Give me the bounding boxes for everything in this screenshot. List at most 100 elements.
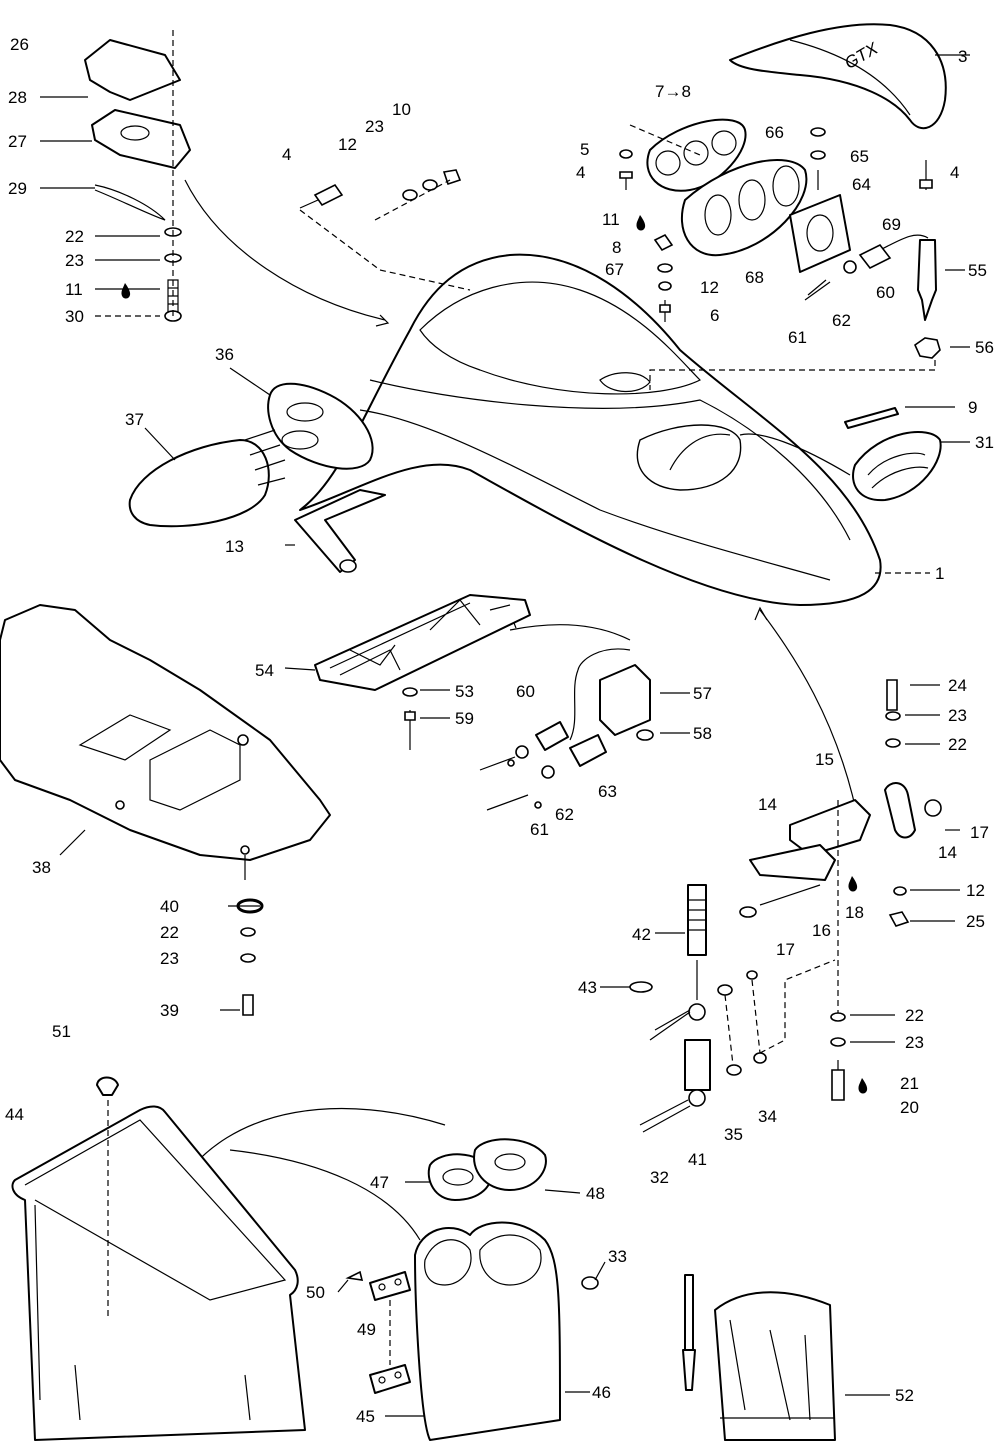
callout-55: 55 <box>968 261 987 280</box>
callout-11a: 11 <box>65 280 83 299</box>
callout-23b: 23 <box>365 117 384 136</box>
callout-43: 43 <box>578 978 597 997</box>
hood-cover: GTX <box>729 23 947 130</box>
callout-33: 33 <box>608 1247 627 1266</box>
callout-34: 34 <box>758 1107 777 1126</box>
leader-lines <box>40 54 970 1417</box>
callout-24: 24 <box>948 676 967 695</box>
callout-36: 36 <box>215 345 234 364</box>
connector-60-69 <box>804 243 892 301</box>
callout-29: 29 <box>8 179 27 198</box>
callout-31: 31 <box>975 433 994 452</box>
callout-48: 48 <box>586 1184 605 1203</box>
callout-20: 20 <box>900 1098 919 1117</box>
callout-17a: 17 <box>970 823 989 842</box>
callout-4a: 4 <box>282 145 291 164</box>
callout-62b: 62 <box>555 805 574 824</box>
callout-27: 27 <box>8 132 27 151</box>
callout-56: 56 <box>975 338 994 357</box>
callout-1: 1 <box>935 564 944 583</box>
tool-kit-52 <box>682 1274 836 1441</box>
callout-62a: 62 <box>832 311 851 330</box>
callout-69: 69 <box>882 215 901 234</box>
callout-16: 16 <box>812 921 831 940</box>
callout-46: 46 <box>592 1383 611 1402</box>
callout-18: 18 <box>845 903 864 922</box>
callout-12a: 12 <box>338 135 357 154</box>
callout-41: 41 <box>688 1150 707 1169</box>
strip-9 <box>844 407 899 429</box>
callout-40: 40 <box>160 897 179 916</box>
latch-assembly <box>84 30 191 322</box>
tube-13 <box>294 489 386 573</box>
callout-61a: 61 <box>788 328 807 347</box>
callout-23d: 23 <box>948 706 967 725</box>
side-vent-31 <box>852 431 942 502</box>
gauge-assembly <box>646 118 851 273</box>
cover-37 <box>128 429 286 528</box>
callout-54: 54 <box>255 661 274 680</box>
callout-15: 15 <box>815 750 834 769</box>
tray-54 <box>314 594 531 750</box>
callout-44: 44 <box>5 1105 24 1124</box>
callout-66: 66 <box>765 123 784 142</box>
fasteners-top <box>299 169 471 291</box>
callout-61b: 61 <box>530 820 549 839</box>
hood-body <box>299 253 882 606</box>
droplet-icon <box>848 876 858 892</box>
callout-30: 30 <box>65 307 84 326</box>
callout-10: 10 <box>392 100 411 119</box>
callout-9: 9 <box>968 398 977 417</box>
regulator-57 <box>569 648 654 741</box>
callout-64: 64 <box>852 175 871 194</box>
callout-51: 51 <box>52 1022 71 1041</box>
callout-12c: 12 <box>966 881 985 900</box>
callout-42: 42 <box>632 925 651 944</box>
droplet-icon <box>858 1078 868 1094</box>
callout-22a: 22 <box>65 227 84 246</box>
callout-47: 47 <box>370 1173 389 1192</box>
callout-35: 35 <box>724 1125 743 1144</box>
callout-3: 3 <box>958 47 967 66</box>
callout-28: 28 <box>8 88 27 107</box>
callout-11b: 11 <box>602 210 620 229</box>
callout-22c: 22 <box>948 735 967 754</box>
callout-49: 49 <box>357 1320 376 1339</box>
callout-38: 38 <box>32 858 51 877</box>
callout-7-8: 7→8 <box>655 82 691 101</box>
callout-labels: 26 28 27 29 22 23 11 30 4 12 23 10 7→8 5… <box>5 35 994 1426</box>
callout-39: 39 <box>160 1001 179 1020</box>
callout-22d: 22 <box>905 1006 924 1025</box>
cup-holder-assembly <box>345 1138 599 1441</box>
callout-4b: 4 <box>576 163 585 182</box>
droplet-icon <box>121 283 131 299</box>
bottom-panel-38 <box>0 604 331 880</box>
callout-23c: 23 <box>160 949 179 968</box>
fasteners-gauge <box>619 124 936 390</box>
callout-14a: 14 <box>758 795 777 814</box>
callout-50: 50 <box>306 1283 325 1302</box>
callout-4c: 4 <box>950 163 959 182</box>
callout-32: 32 <box>650 1168 669 1187</box>
callout-45: 45 <box>356 1407 375 1426</box>
callout-52: 52 <box>895 1386 914 1405</box>
callout-12b: 12 <box>700 278 719 297</box>
callout-53: 53 <box>455 682 474 701</box>
callout-58: 58 <box>693 724 712 743</box>
callout-57: 57 <box>693 684 712 703</box>
storage-bin-44 <box>11 1076 306 1441</box>
callout-26: 26 <box>10 35 29 54</box>
callout-23e: 23 <box>905 1033 924 1052</box>
pivot-assembly <box>739 679 942 1101</box>
panel-hardware <box>236 898 264 1016</box>
connectors-mid <box>479 721 607 811</box>
callout-67: 67 <box>605 260 624 279</box>
callout-5: 5 <box>580 140 589 159</box>
shock-absorber <box>629 884 836 1133</box>
callout-65: 65 <box>850 147 869 166</box>
callout-22b: 22 <box>160 923 179 942</box>
callout-14b: 14 <box>938 843 957 862</box>
callout-6: 6 <box>710 306 719 325</box>
callout-68: 68 <box>745 268 764 287</box>
